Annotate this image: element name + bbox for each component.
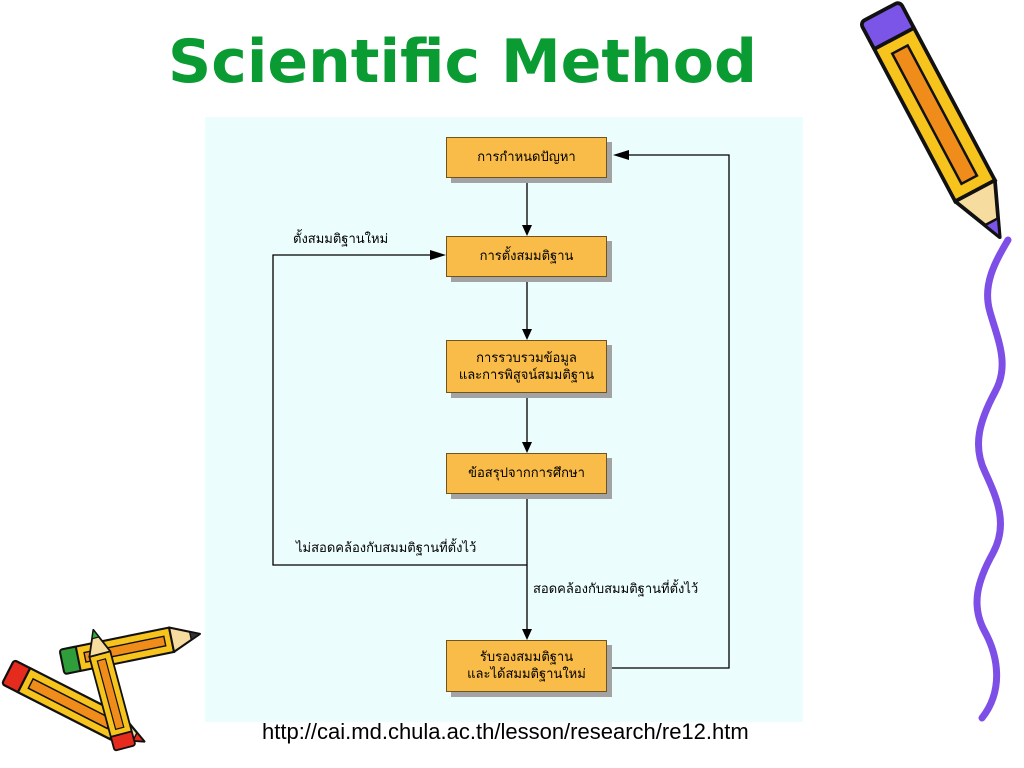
step-label: และการพิสูจน์สมมติฐาน: [458, 367, 595, 383]
step-form-hypothesis: การตั้งสมมติฐาน: [446, 236, 607, 277]
step-define-problem: การกำหนดปัญหา: [446, 137, 607, 178]
step-label: การรวบรวมข้อมูล: [476, 350, 577, 366]
pencil-icon: [58, 620, 204, 676]
edge-label-consistent: สอดคล้องกับสมมติฐานที่ตั้งไว้: [533, 582, 699, 597]
squiggle-icon: [973, 236, 1012, 722]
step-label: ข้อสรุปจากการศึกษา: [468, 466, 585, 481]
pencil-icon: [858, 0, 1022, 250]
step-label: รับรองสมมติฐาน: [479, 650, 574, 665]
step-label: และได้สมมติฐานใหม่: [467, 667, 586, 682]
slide-title: Scientific Method: [168, 27, 757, 97]
step-label: การตั้งสมมติฐาน: [479, 249, 574, 264]
pencil-icon: [0, 658, 152, 755]
step-collect-and-test: การรวบรวมข้อมูล และการพิสูจน์สมมติฐาน: [446, 340, 607, 393]
edge-label-not-consistent: ไม่สอดคล้องกับสมมติฐานที่ตั้งไว้: [296, 541, 477, 556]
step-accept-hypothesis: รับรองสมมติฐาน และได้สมมติฐานใหม่: [446, 640, 607, 692]
flowchart-panel: [205, 117, 803, 722]
step-label: การกำหนดปัญหา: [477, 150, 576, 165]
edge-label-new-hypothesis: ตั้งสมมติฐานใหม่: [293, 232, 389, 247]
source-url: http://cai.md.chula.ac.th/lesson/researc…: [262, 719, 749, 744]
step-conclusion: ข้อสรุปจากการศึกษา: [446, 453, 607, 494]
pencil-icon: [81, 626, 137, 752]
